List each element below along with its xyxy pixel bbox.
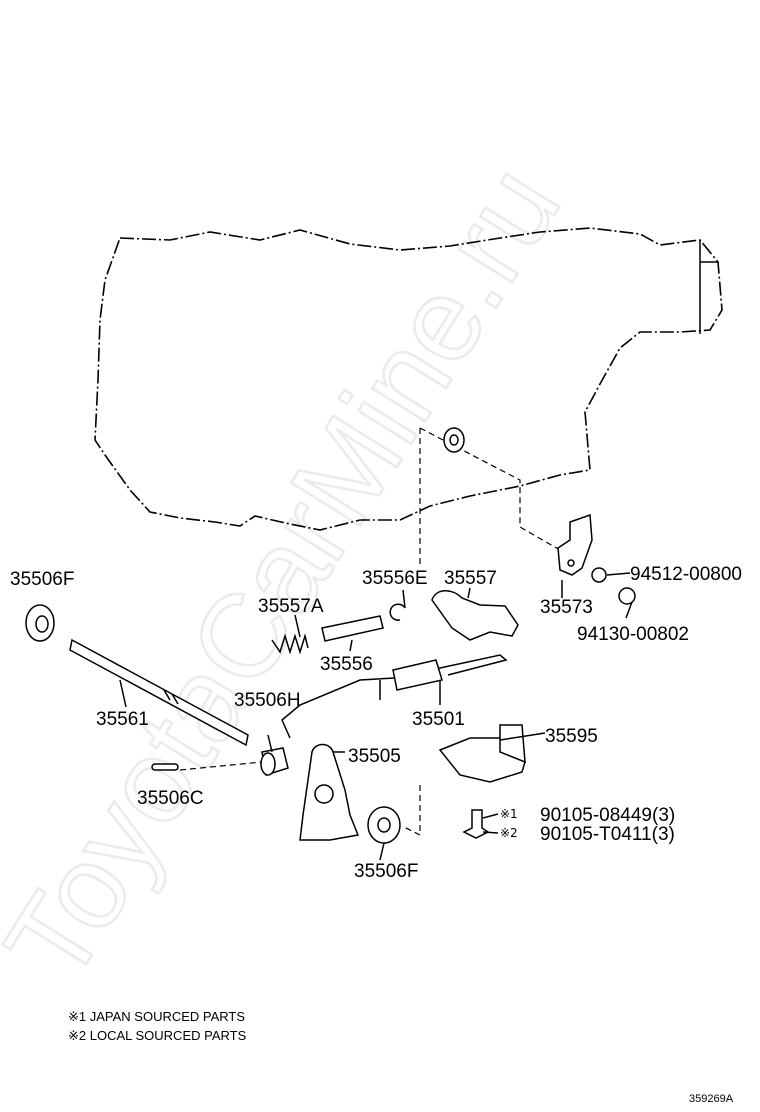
callout-94130-00802: 94130-00802 <box>577 624 689 645</box>
seal-35506F-upper-inner-icon <box>35 615 49 633</box>
shaft-35561-icon <box>69 638 249 747</box>
bracket-hole-icon <box>567 559 575 567</box>
shaft-35561-break <box>163 689 179 705</box>
bolt1-mark: ※1 <box>500 807 518 821</box>
pin-35506C-icon <box>151 763 179 771</box>
transmission-outline <box>94 227 723 531</box>
note-japan-sourced: ※1 JAPAN SOURCED PARTS <box>68 1009 245 1024</box>
callout-90105-T0411: 90105-T0411(3) <box>540 824 675 845</box>
diagram-code: 359269A <box>689 1093 734 1105</box>
callout-35595: 35595 <box>545 726 598 747</box>
bolt-icon <box>462 809 490 839</box>
leader-pin <box>179 761 263 771</box>
bracket-35573-icon <box>557 513 593 576</box>
callout-35506C: 35506C <box>137 788 204 809</box>
washer-inner-icon <box>449 434 459 446</box>
callout-35556E: 35556E <box>362 568 428 589</box>
bolt-callout-leaders <box>482 813 499 834</box>
leader-shaft-upper <box>419 427 561 565</box>
note-local-sourced: ※2 LOCAL SOURCED PARTS <box>68 1028 247 1043</box>
callout-35557A: 35557A <box>258 596 324 617</box>
rod-35501-boot-icon <box>392 659 443 691</box>
nut-94130-icon <box>618 587 636 605</box>
callout-35505: 35505 <box>348 746 401 767</box>
clip-35556E-icon <box>389 603 406 621</box>
callout-35573: 35573 <box>540 597 593 618</box>
bolt2-mark: ※2 <box>500 826 518 840</box>
rod-35501-icon <box>281 654 508 739</box>
callout-35556: 35556 <box>320 654 373 675</box>
callout-35557: 35557 <box>444 568 497 589</box>
callout-35506F-lower: 35506F <box>354 861 418 882</box>
watermark: ToyotaCarMine.ru <box>0 144 586 1004</box>
callout-35506H: 35506H <box>234 690 301 711</box>
callout-35501: 35501 <box>412 709 465 730</box>
lever-35505-hub-icon <box>314 784 334 804</box>
nut-94512-icon <box>591 567 607 583</box>
callout-35561: 35561 <box>96 709 149 730</box>
leader-shaft-lower <box>401 785 421 836</box>
pin-35556-icon <box>321 615 384 642</box>
spring-35557A-icon <box>271 633 309 655</box>
callout-94512-00800: 94512-00800 <box>630 564 742 585</box>
bushing-35506H-face-icon <box>260 752 276 776</box>
seal-35506F-lower-inner-icon <box>377 817 391 833</box>
lever-35557-icon <box>431 590 519 641</box>
transmission-tailhousing <box>699 240 718 334</box>
callout-90105-08449: 90105-08449(3) <box>540 805 675 826</box>
bracket-35595-tab-icon <box>499 724 526 764</box>
callout-leaders <box>119 572 633 861</box>
callout-35506F-upper: 35506F <box>10 569 74 590</box>
